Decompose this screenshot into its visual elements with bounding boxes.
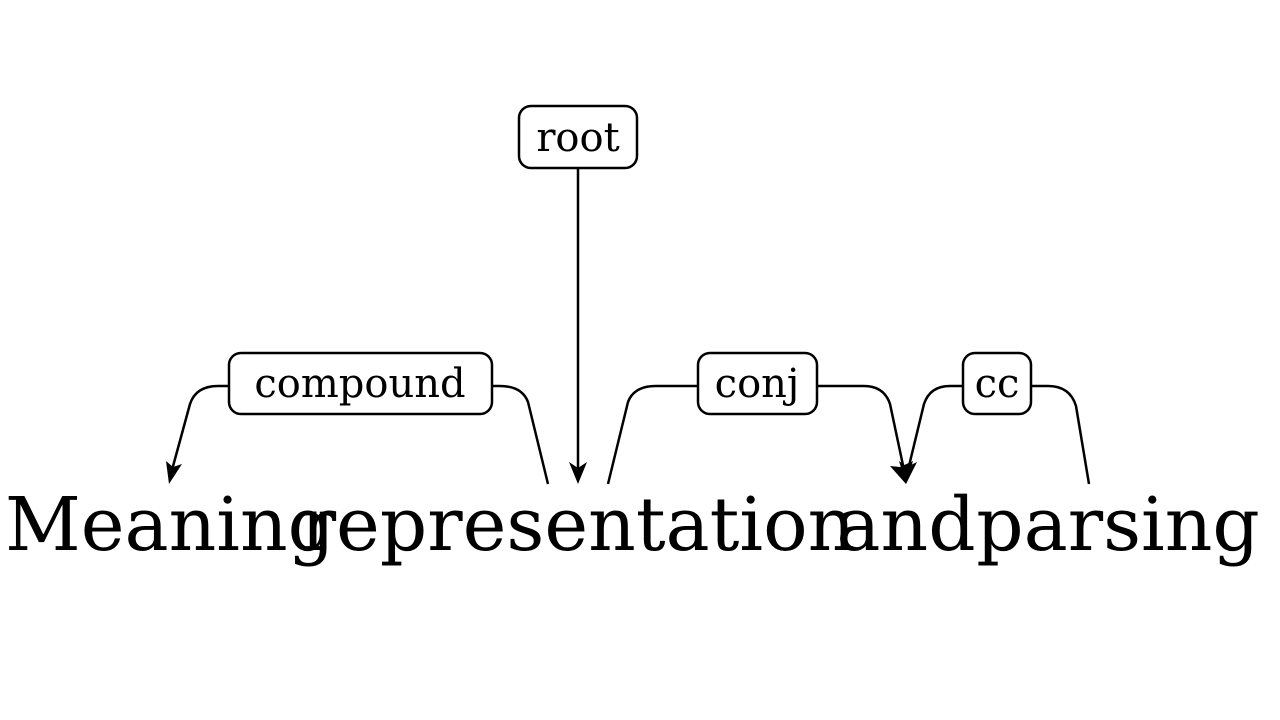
- cc-relation: cc: [899, 351, 1091, 485]
- compound-relation: compound: [166, 351, 550, 485]
- word-representation: representation: [301, 482, 856, 568]
- conj-label: conj: [715, 361, 800, 407]
- cc-label-box: [961, 351, 1033, 416]
- compound-label: compound: [254, 361, 465, 407]
- word-meaning: Meaning: [5, 482, 335, 568]
- sentence: Meaning representation and parsing: [5, 482, 1260, 568]
- compound-arc: [170, 384, 550, 485]
- root-label-box: [517, 104, 639, 170]
- cc-arrowhead: [899, 461, 917, 484]
- root-relation: root: [517, 104, 639, 484]
- root-label: root: [536, 115, 619, 161]
- compound-arrowhead: [166, 461, 182, 484]
- cc-arc: [906, 384, 1091, 485]
- root-arrowhead: [569, 462, 587, 484]
- conj-label-box: [696, 351, 819, 416]
- word-parsing: parsing: [976, 482, 1260, 568]
- compound-label-box: [227, 351, 494, 416]
- cc-label: cc: [975, 361, 1020, 407]
- word-and: and: [836, 482, 975, 568]
- conj-relation: conj: [606, 351, 913, 485]
- conj-arc: [606, 384, 906, 485]
